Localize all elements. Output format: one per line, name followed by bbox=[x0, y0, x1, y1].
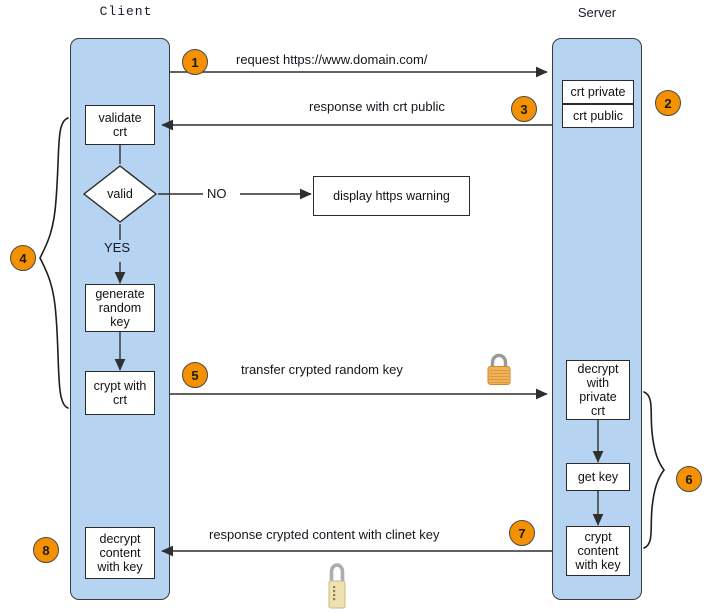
step-badge-4: 4 bbox=[10, 245, 36, 271]
message-label-response-crt-public: response with crt public bbox=[309, 99, 445, 114]
decision-label: valid bbox=[107, 187, 133, 201]
message-label-request: request https://www.domain.com/ bbox=[236, 52, 428, 67]
decision-diamond-valid: valid bbox=[82, 164, 158, 224]
step-badge-7: 7 bbox=[509, 520, 535, 546]
combination-padlock-icon bbox=[324, 560, 350, 610]
process-box-decrypt-with-private-crt: decrypt with private crt bbox=[566, 360, 630, 420]
step-badge-number: 8 bbox=[42, 542, 50, 558]
process-box-crt-public: crt public bbox=[562, 104, 634, 128]
process-box-label: crypt content with key bbox=[575, 530, 621, 572]
step-badge-3: 3 bbox=[511, 96, 537, 122]
process-box-label: get key bbox=[577, 470, 619, 484]
branch-label-yes: YES bbox=[104, 240, 131, 255]
step-badge-number: 1 bbox=[191, 54, 199, 70]
process-box-display-https-warning: display https warning bbox=[313, 176, 470, 216]
branch-label-no: NO bbox=[207, 186, 227, 201]
process-box-decrypt-content-with-key: decrypt content with key bbox=[85, 527, 155, 579]
step-badge-number: 2 bbox=[664, 95, 672, 111]
step-badge-number: 5 bbox=[191, 367, 199, 383]
message-label-response-crypted-content: response crypted content with clinet key bbox=[209, 527, 440, 542]
process-box-get-key: get key bbox=[566, 463, 630, 491]
process-box-label: crt private bbox=[570, 85, 626, 99]
server-lifeline bbox=[552, 38, 642, 600]
process-box-label: crt public bbox=[572, 109, 624, 123]
step-badge-8: 8 bbox=[33, 537, 59, 563]
process-box-crypt-with-crt: crypt with crt bbox=[85, 371, 155, 415]
step-badge-5: 5 bbox=[182, 362, 208, 388]
step-badge-number: 6 bbox=[685, 471, 693, 487]
process-box-validate-crt: validate crt bbox=[85, 105, 155, 145]
process-box-crypt-content-with-key: crypt content with key bbox=[566, 526, 630, 576]
process-box-generate-random-key: generate random key bbox=[85, 284, 155, 332]
step-badge-6: 6 bbox=[676, 466, 702, 492]
message-label-transfer-crypted-random-key: transfer crypted random key bbox=[241, 362, 403, 377]
step-badge-1: 1 bbox=[182, 49, 208, 75]
process-box-crt-private: crt private bbox=[562, 80, 634, 104]
process-box-label: validate crt bbox=[98, 111, 142, 139]
process-box-label: decrypt content with key bbox=[97, 532, 143, 574]
process-box-label: decrypt with private crt bbox=[577, 362, 619, 418]
step-badge-number: 4 bbox=[19, 250, 27, 266]
client-column-title: Client bbox=[99, 4, 153, 19]
step-badge-number: 3 bbox=[520, 101, 528, 117]
server-column-title: Server bbox=[577, 5, 617, 20]
step-badge-2: 2 bbox=[655, 90, 681, 116]
step-badge-number: 7 bbox=[518, 525, 526, 541]
process-box-label: generate random key bbox=[95, 287, 145, 329]
process-box-label: crypt with crt bbox=[93, 379, 147, 407]
padlock-icon bbox=[484, 352, 514, 388]
process-box-label: display https warning bbox=[333, 189, 450, 203]
